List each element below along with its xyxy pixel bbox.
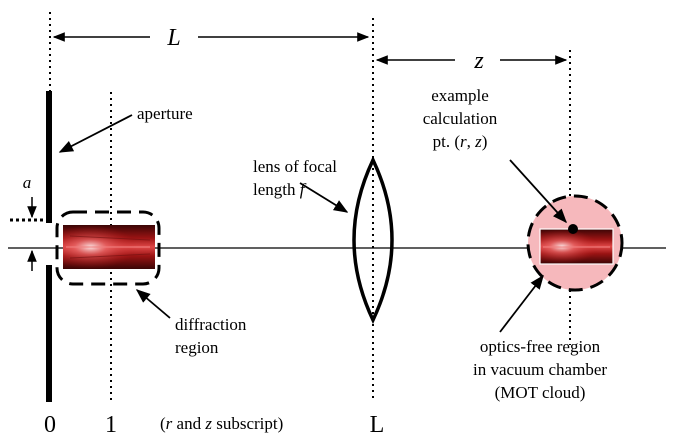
calculation-beam — [539, 228, 614, 265]
lens-pointer — [299, 182, 349, 213]
aperture-pointer — [58, 114, 133, 153]
diffraction-beam — [63, 225, 155, 269]
diffraction-label-line2: region — [175, 338, 219, 357]
example-label-line1: example — [431, 86, 489, 105]
calculation-point-dot — [568, 224, 578, 234]
example-label-line2: calculation — [423, 109, 498, 128]
aperture-label: aperture — [137, 104, 193, 123]
optics-free-label-line2: in vacuum chamber — [473, 360, 607, 379]
lens-label-line2: length f — [253, 180, 307, 199]
aperture-plate-top — [46, 91, 52, 223]
lens-label-line1: lens of focal — [253, 157, 337, 176]
aperture-plate-bottom — [46, 265, 52, 402]
diffraction-label-line1: diffraction — [175, 315, 247, 334]
example-pointer — [509, 159, 567, 224]
optics-free-pointer — [499, 274, 544, 333]
example-label-line3: pt. (r, z) — [433, 132, 488, 151]
a-label: a — [23, 173, 32, 192]
L-dimension-label: L — [166, 25, 180, 51]
optics-free-label-line1: optics-free region — [480, 337, 601, 356]
lens-shape — [352, 155, 394, 325]
z-dimension-label: z — [473, 48, 484, 74]
plane-1-label: 1 — [105, 412, 117, 438]
diffraction-region-outline — [55, 210, 161, 286]
diffraction-pointer — [135, 289, 171, 319]
optics-free-label-line3: (MOT cloud) — [495, 383, 586, 402]
plane-0-label: 0 — [44, 412, 56, 438]
plane-L-label: L — [370, 412, 385, 438]
subscript-note: (r and z subscript) — [160, 414, 283, 433]
